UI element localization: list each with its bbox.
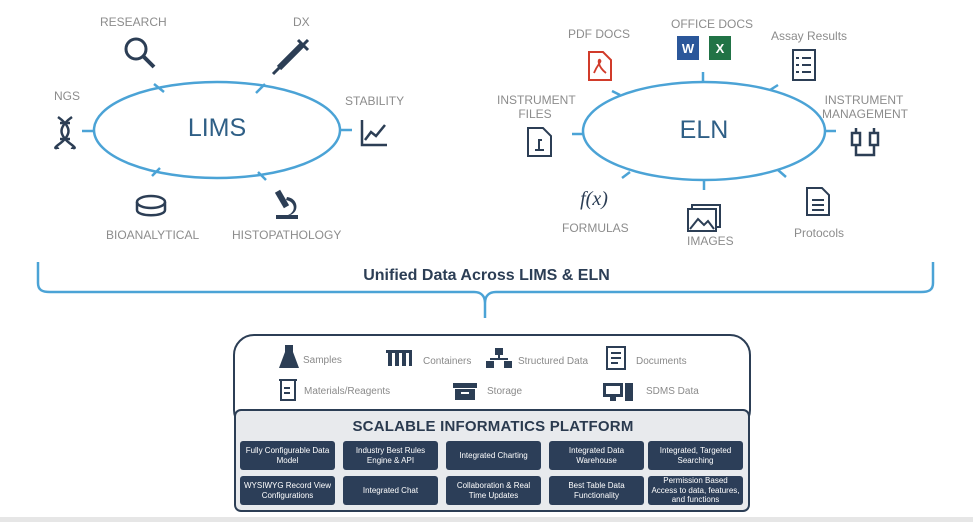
flask-icon bbox=[279, 345, 299, 368]
spoke-dx: DX bbox=[293, 15, 310, 29]
svg-text:f(x): f(x) bbox=[580, 188, 608, 210]
spoke-instrument-management-line1: INSTRUMENT bbox=[824, 93, 904, 107]
data-type-materials: Materials/Reagents bbox=[304, 386, 391, 397]
platform-title: SCALABLE INFORMATICS PLATFORM bbox=[352, 418, 634, 435]
eln-title: ELN bbox=[679, 116, 729, 144]
instrument-file-icon bbox=[527, 127, 552, 157]
bottom-scroll-edge bbox=[0, 517, 973, 522]
test-tubes-icon bbox=[386, 350, 412, 366]
data-type-structured-data: Structured Data bbox=[518, 356, 589, 367]
data-type-storage: Storage bbox=[487, 386, 523, 397]
feature-targeted-searching: Integrated, Targeted Searching bbox=[648, 441, 743, 470]
usb-plug-icon bbox=[850, 128, 880, 157]
checklist-icon bbox=[792, 49, 816, 81]
data-type-documents: Documents bbox=[636, 356, 687, 367]
word-icon: W bbox=[677, 36, 699, 60]
spoke-instrument-management-line2: MANAGEMENT bbox=[822, 106, 909, 121]
data-type-sdms: SDMS Data bbox=[646, 386, 699, 397]
storage-box-icon bbox=[453, 383, 477, 400]
feature-permission-access: Permission Based Access to data, feature… bbox=[648, 476, 743, 505]
spoke-instrument-files: INSTRUMENT FILES bbox=[497, 93, 576, 122]
document-icon bbox=[806, 187, 830, 216]
spoke-histopathology: HISTOPATHOLOGY bbox=[232, 228, 342, 242]
spoke-bioanalytical: BIOANALYTICAL bbox=[106, 228, 200, 242]
feature-integrated-chat: Integrated Chat bbox=[343, 476, 438, 505]
documents-icon bbox=[606, 346, 626, 370]
spoke-instrument-management: INSTRUMENT MANAGEMENT bbox=[822, 93, 909, 122]
excel-icon: X bbox=[709, 36, 731, 60]
hierarchy-icon bbox=[486, 348, 512, 368]
unified-heading: Unified Data Across LIMS & ELN bbox=[363, 267, 610, 284]
computer-icon bbox=[603, 383, 633, 401]
unified-bracket bbox=[36, 262, 935, 318]
spoke-pdf-docs: PDF DOCS bbox=[568, 27, 631, 41]
feature-data-warehouse: Integrated Data Warehouse bbox=[549, 441, 644, 470]
beaker-icon bbox=[279, 379, 297, 401]
line-chart-icon bbox=[360, 120, 387, 147]
svg-text:X: X bbox=[716, 41, 725, 56]
feature-table-data: Best Table Data Functionality bbox=[549, 476, 644, 505]
data-type-samples: Samples bbox=[303, 355, 342, 366]
spoke-ngs: NGS bbox=[54, 89, 81, 103]
lims-hub bbox=[82, 80, 352, 181]
lims-title: LIMS bbox=[187, 114, 247, 142]
feature-configurable-data-model: Fully Configurable Data Model bbox=[240, 441, 335, 470]
spoke-assay-results: Assay Results bbox=[771, 29, 848, 43]
spoke-images: IMAGES bbox=[687, 234, 734, 248]
svg-text:W: W bbox=[682, 41, 695, 56]
feature-collaboration: Collaboration & Real Time Updates bbox=[446, 476, 541, 505]
data-type-containers: Containers bbox=[423, 356, 472, 367]
spoke-instrument-files-line1: INSTRUMENT bbox=[497, 93, 576, 107]
pdf-icon bbox=[588, 51, 612, 81]
magnifier-icon bbox=[124, 37, 156, 69]
syringe-icon bbox=[271, 38, 310, 76]
eln-hub bbox=[572, 72, 836, 190]
feature-wysiwyg-record-view: WYSIWYG Record View Configurations bbox=[240, 476, 335, 505]
dna-icon bbox=[54, 115, 76, 150]
function-icon: f(x) bbox=[580, 188, 608, 210]
spoke-protocols: Protocols bbox=[794, 226, 845, 240]
petri-dish-icon bbox=[135, 194, 167, 217]
spoke-research: RESEARCH bbox=[100, 15, 167, 29]
spoke-formulas: FORMULAS bbox=[562, 221, 629, 235]
feature-rules-engine: Industry Best Rules Engine & API bbox=[343, 441, 438, 470]
spoke-stability: STABILITY bbox=[345, 94, 405, 108]
spoke-office-docs: OFFICE DOCS bbox=[671, 17, 754, 31]
feature-integrated-charting: Integrated Charting bbox=[446, 441, 541, 470]
microscope-icon bbox=[274, 189, 298, 219]
spoke-instrument-files-line2: FILES bbox=[518, 106, 552, 121]
images-icon bbox=[687, 204, 721, 232]
